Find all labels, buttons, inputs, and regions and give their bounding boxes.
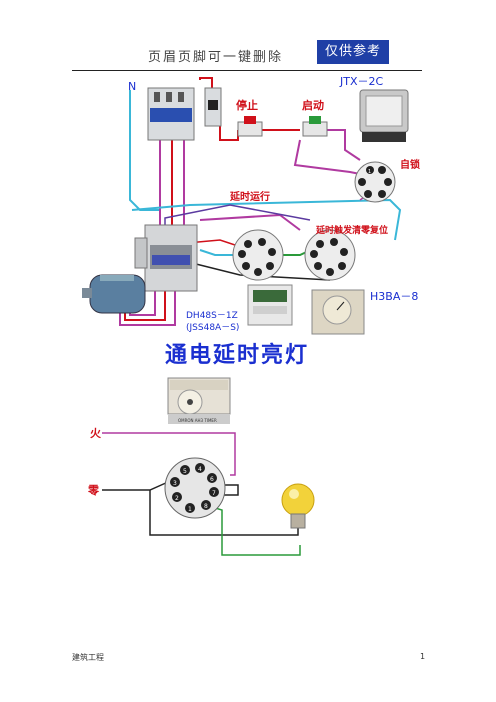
label-self-lock: 自锁 — [400, 158, 420, 171]
fuse — [204, 87, 222, 127]
wire-to-stop — [219, 125, 239, 141]
label-relay-model: JTX－2C — [339, 75, 383, 88]
label-h3ba: H3BA－8 — [370, 290, 418, 303]
wire-fire — [102, 432, 236, 476]
label-n: N — [128, 80, 136, 93]
page-number: 1 — [420, 652, 426, 661]
diagram2-title: 通电延时亮灯 — [165, 342, 309, 368]
analog-timer-icon — [311, 289, 365, 335]
svg-text:2: 2 — [175, 495, 179, 502]
label-jss48a: (JSS48A－S) — [186, 323, 239, 333]
label-delay-reset: 延时触发清零复位 — [315, 224, 388, 236]
timer-socket-1 — [232, 229, 284, 281]
header-text: 页眉页脚可一键删除 — [148, 50, 284, 65]
header-divider — [72, 70, 422, 71]
digital-timer-icon — [247, 284, 293, 326]
timer-brand: OMRON AH3 TIMER — [178, 418, 217, 423]
label-zero: 零 — [87, 484, 100, 497]
wire-cyan-loop — [131, 198, 402, 241]
svg-text:4: 4 — [198, 466, 202, 473]
delay-light-circuit: 通电延时亮灯 OMRON AH3 TIMER 5 4 6 7 8 1 2 3 — [87, 342, 315, 556]
label-dh48s: DH48S－1Z — [186, 311, 238, 321]
svg-text:1: 1 — [188, 506, 192, 513]
start-button-icon — [302, 116, 328, 137]
svg-text:1: 1 — [368, 169, 371, 175]
svg-text:6: 6 — [210, 476, 214, 483]
motor-icon — [82, 274, 146, 314]
timer-socket-3: 5 4 6 7 8 1 2 3 — [164, 457, 226, 519]
svg-text:5: 5 — [183, 468, 187, 475]
self-lock-socket: 1 — [354, 161, 396, 203]
label-fire: 火 — [90, 427, 102, 440]
svg-text:3: 3 — [173, 480, 177, 487]
wire-neutral — [129, 90, 160, 211]
label-delay-run: 延时运行 — [229, 190, 270, 203]
circuit-breaker — [147, 87, 195, 141]
relay-icon — [359, 89, 409, 142]
svg-text:7: 7 — [212, 490, 216, 497]
wire-zero — [102, 481, 169, 491]
label-stop: 停止 — [236, 98, 258, 112]
omron-timer-icon: OMRON AH3 TIMER — [167, 377, 231, 424]
svg-text:8: 8 — [204, 503, 208, 510]
light-bulb-icon — [281, 483, 315, 529]
stop-button-icon — [237, 116, 263, 137]
footer-category: 建筑工程 — [72, 653, 104, 662]
header-badge: 仅供参考 — [317, 40, 389, 64]
label-start: 启动 — [302, 98, 324, 112]
contactor — [134, 224, 198, 292]
timer-socket-2 — [304, 229, 356, 281]
motor-timer-circuit: 1 — [82, 75, 420, 335]
